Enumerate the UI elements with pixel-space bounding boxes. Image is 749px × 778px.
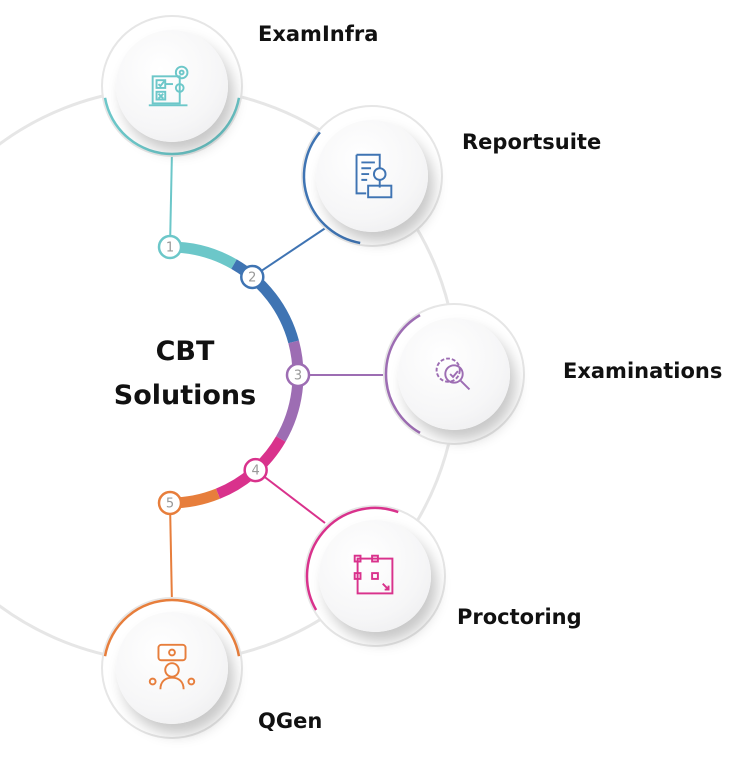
label-qgen: QGen (258, 709, 323, 733)
node-qgen[interactable] (116, 612, 228, 724)
gear-search-icon (435, 357, 471, 391)
step-number: 2 (248, 270, 256, 285)
label-examinfra: ExamInfra (258, 22, 379, 46)
label-examinations: Examinations (563, 359, 723, 383)
node-accent-arc (384, 314, 421, 434)
connector-line (169, 502, 173, 606)
step-number: 4 (252, 464, 260, 479)
label-reportsuite: Reportsuite (462, 130, 602, 154)
node-accent-arc (103, 598, 241, 657)
node-accent-arc (302, 131, 361, 245)
step-marker (243, 457, 268, 483)
step-number: 5 (166, 497, 174, 512)
step-marker (157, 234, 183, 260)
title-line-1: CBT (155, 336, 215, 367)
report-search-icon (355, 153, 393, 199)
question-generator-icon (148, 643, 196, 690)
proctoring-frame-icon (353, 554, 394, 595)
exam-infrastructure-icon (148, 65, 189, 107)
node-accent-arc (305, 506, 399, 611)
node-examinfra[interactable] (116, 30, 228, 142)
step-marker (240, 264, 265, 290)
connector-line (251, 224, 331, 278)
connector-line (255, 469, 326, 524)
center-title: CBT Solutions (85, 330, 285, 418)
step-number: 1 (166, 241, 174, 256)
step-number: 3 (294, 369, 302, 384)
node-accent-arc (103, 97, 241, 156)
step-marker (157, 490, 183, 516)
label-proctoring: Proctoring (457, 605, 582, 629)
title-line-2: Solutions (113, 380, 257, 411)
connector-line (169, 149, 173, 248)
node-examinations[interactable] (398, 318, 510, 430)
node-reportsuite[interactable] (316, 120, 428, 232)
node-proctoring[interactable] (319, 520, 431, 632)
progress-arc-segment (276, 340, 304, 442)
step-marker (285, 362, 311, 388)
